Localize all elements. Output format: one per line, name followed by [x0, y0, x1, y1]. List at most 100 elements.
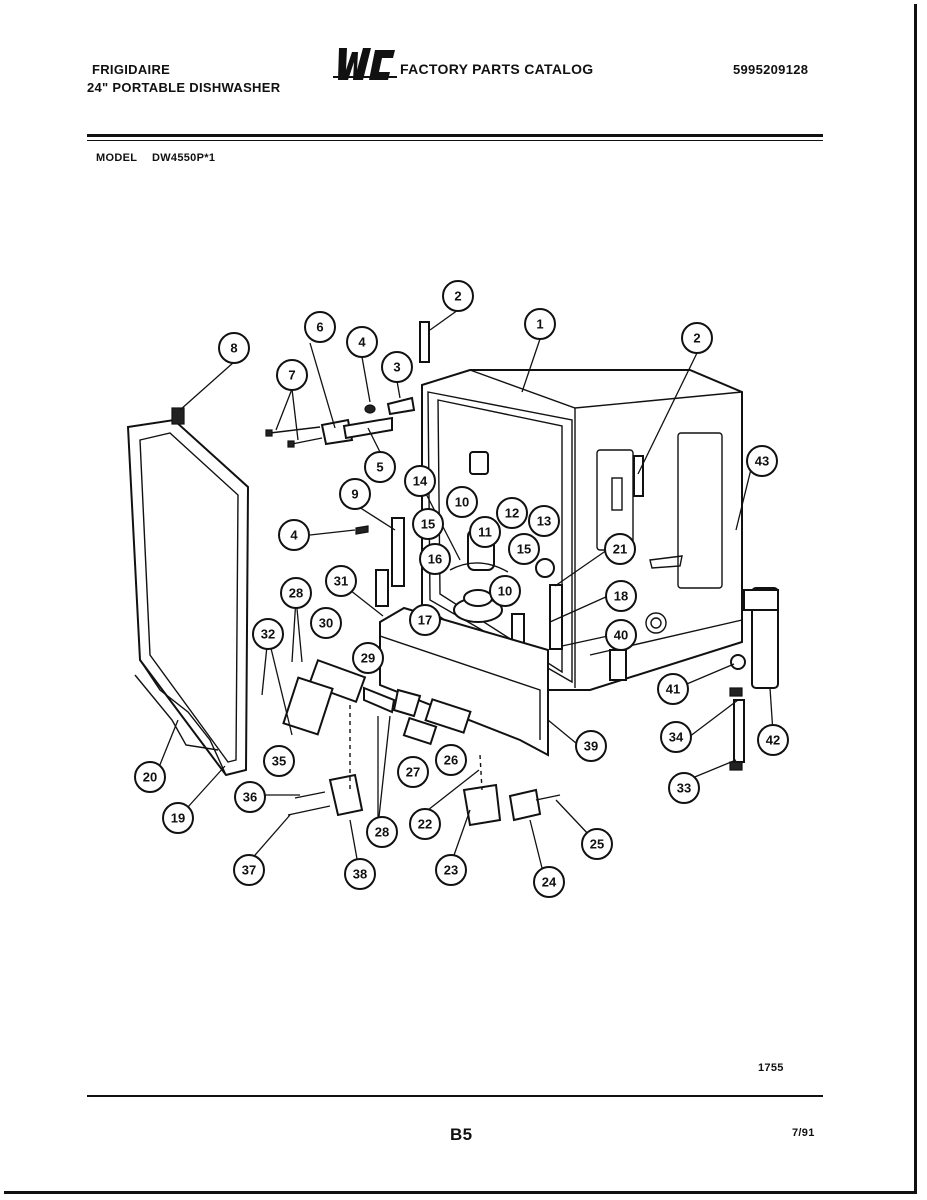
callout-36: 36	[234, 781, 266, 813]
callout-40: 40	[605, 619, 637, 651]
callout-1: 1	[524, 308, 556, 340]
callout-8: 8	[218, 332, 250, 364]
callout-3: 3	[381, 351, 413, 383]
brand-name: FRIGIDAIRE	[92, 62, 171, 77]
svg-text:39: 39	[584, 739, 598, 754]
svg-text:10: 10	[455, 495, 469, 510]
model-number: DW4550P*1	[152, 152, 216, 164]
callout-25: 25	[581, 828, 613, 860]
svg-text:16: 16	[428, 552, 442, 567]
callout-16: 16	[419, 543, 451, 575]
svg-text:22: 22	[418, 817, 432, 832]
callout-26: 26	[435, 744, 467, 776]
callout-13: 13	[528, 505, 560, 537]
callout-19: 19	[162, 802, 194, 834]
svg-text:40: 40	[614, 628, 628, 643]
svg-text:37: 37	[242, 863, 256, 878]
svg-text:35: 35	[272, 754, 286, 769]
svg-text:12: 12	[505, 506, 519, 521]
catalog-part-number: 5995209128	[733, 62, 809, 77]
callout-7: 7	[276, 359, 308, 391]
callout-5: 5	[364, 451, 396, 483]
svg-text:15: 15	[517, 542, 531, 557]
callout-21: 21	[604, 533, 636, 565]
callout-10a: 10	[446, 486, 478, 518]
svg-text:33: 33	[677, 781, 691, 796]
callout-2a: 2	[442, 280, 474, 312]
callout-11: 11	[469, 516, 501, 548]
callout-38: 38	[344, 858, 376, 890]
svg-text:20: 20	[143, 770, 157, 785]
svg-text:10: 10	[498, 584, 512, 599]
svg-text:34: 34	[669, 730, 684, 745]
svg-text:11: 11	[478, 525, 492, 540]
svg-text:8: 8	[230, 341, 237, 356]
callout-34: 34	[660, 721, 692, 753]
callout-15a: 15	[412, 508, 444, 540]
diagram-code: 1755	[758, 1062, 784, 1074]
svg-text:15: 15	[421, 517, 435, 532]
svg-text:14: 14	[413, 474, 428, 489]
callout-9: 9	[339, 478, 371, 510]
wci-logo	[333, 48, 397, 80]
svg-text:19: 19	[171, 811, 185, 826]
svg-text:4: 4	[290, 528, 298, 543]
callout-20: 20	[134, 761, 166, 793]
svg-text:17: 17	[418, 613, 432, 628]
svg-text:6: 6	[316, 320, 323, 335]
footer-rule	[87, 1095, 823, 1097]
callout-17: 17	[409, 604, 441, 636]
callout-43: 43	[746, 445, 778, 477]
callout-30: 30	[310, 607, 342, 639]
callout-28b: 28	[366, 816, 398, 848]
revision-date: 7/91	[792, 1127, 815, 1139]
svg-text:7: 7	[288, 368, 295, 383]
svg-text:43: 43	[755, 454, 769, 469]
model-label: MODEL	[96, 152, 138, 164]
catalog-title: FACTORY PARTS CATALOG	[400, 61, 594, 77]
callout-28a: 28	[280, 577, 312, 609]
svg-text:21: 21	[613, 542, 627, 557]
svg-text:28: 28	[375, 825, 389, 840]
svg-text:28: 28	[289, 586, 303, 601]
callout-27: 27	[397, 756, 429, 788]
callout-4a: 4	[346, 326, 378, 358]
header-rule-thick	[87, 134, 823, 137]
callout-4b: 4	[278, 519, 310, 551]
svg-text:4: 4	[358, 335, 366, 350]
callout-29: 29	[352, 642, 384, 674]
page-frame	[4, 4, 917, 1194]
svg-text:32: 32	[261, 627, 275, 642]
svg-text:18: 18	[614, 589, 628, 604]
svg-text:2: 2	[454, 289, 461, 304]
callout-41: 41	[657, 673, 689, 705]
callout-32: 32	[252, 618, 284, 650]
svg-text:31: 31	[334, 574, 348, 589]
svg-text:26: 26	[444, 753, 458, 768]
svg-text:24: 24	[542, 875, 557, 890]
callout-10b: 10	[489, 575, 521, 607]
svg-text:23: 23	[444, 863, 458, 878]
callout-33: 33	[668, 772, 700, 804]
svg-text:2: 2	[693, 331, 700, 346]
callout-14: 14	[404, 465, 436, 497]
svg-text:30: 30	[319, 616, 333, 631]
page-reference: B5	[450, 1125, 473, 1144]
svg-text:25: 25	[590, 837, 604, 852]
callout-42: 42	[757, 724, 789, 756]
callout-18: 18	[605, 580, 637, 612]
callout-37: 37	[233, 854, 265, 886]
svg-text:3: 3	[393, 360, 400, 375]
callout-24: 24	[533, 866, 565, 898]
callout-22: 22	[409, 808, 441, 840]
callout-39: 39	[575, 730, 607, 762]
product-name: 24" PORTABLE DISHWASHER	[87, 80, 281, 95]
svg-text:41: 41	[666, 682, 680, 697]
door-gasket	[126, 418, 250, 777]
svg-text:1: 1	[536, 317, 543, 332]
svg-text:36: 36	[243, 790, 257, 805]
svg-text:27: 27	[406, 765, 420, 780]
callout-6: 6	[304, 311, 336, 343]
callout-31: 31	[325, 565, 357, 597]
